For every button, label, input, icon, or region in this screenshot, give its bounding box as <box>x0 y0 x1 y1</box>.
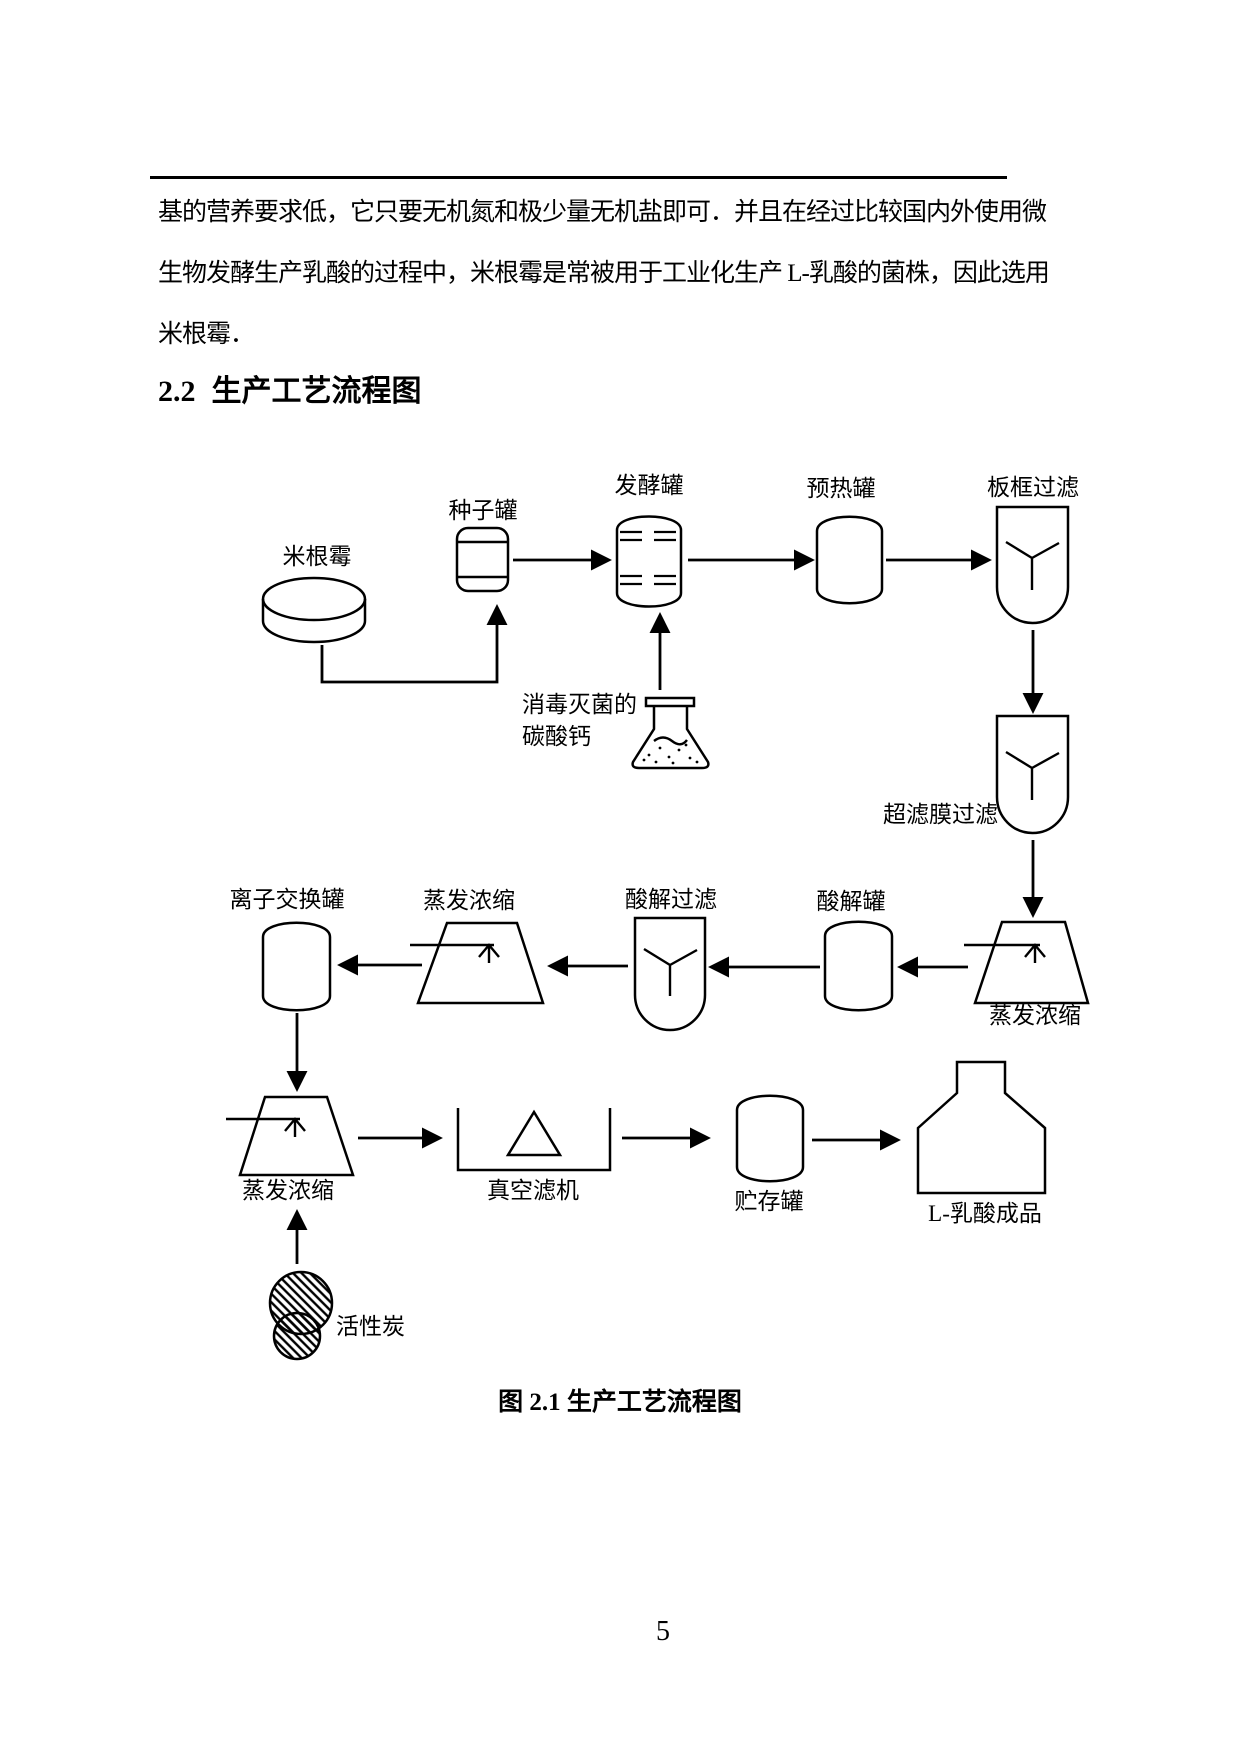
preheat-tank-shape <box>815 515 884 605</box>
ion-exchange-tank-shape <box>261 921 332 1012</box>
filter-y-mark <box>1005 540 1060 590</box>
evaporator-vapor-mark <box>410 943 500 963</box>
node-evaporator-mid: 蒸发浓缩 <box>410 888 545 1005</box>
plate-frame-filter-shape <box>995 505 1070 625</box>
section-heading: 2.2 生产工艺流程图 <box>158 366 422 410</box>
rhizopus-label: 米根霉 <box>283 544 352 569</box>
node-evaporator-right: 蒸发浓缩 <box>964 920 1090 1028</box>
paragraph-line: 米根霉． <box>158 321 255 348</box>
seed-tank-label: 种子罐 <box>449 498 518 523</box>
sterilized-caco3-label-line1: 消毒灭菌的 <box>522 692 637 717</box>
header-rule <box>150 176 1007 179</box>
evaporator-shape <box>238 1095 355 1177</box>
ultrafiltration-label: 超滤膜过滤 <box>883 802 998 827</box>
storage-tank-label: 贮存罐 <box>735 1189 804 1214</box>
node-acid-tank: 酸解罐 <box>817 889 894 1012</box>
fermenter-label: 发酵罐 <box>615 473 684 498</box>
node-ultrafiltration: 超滤膜过滤 <box>883 714 1070 835</box>
node-storage-tank: 贮存罐 <box>735 1094 805 1214</box>
node-plate-frame-filter: 板框过滤 <box>987 475 1079 625</box>
acid-filter-shape <box>633 916 707 1032</box>
evaporator-shape <box>973 920 1090 1005</box>
filter-y-mark <box>1005 750 1060 800</box>
paragraph-line: 基的营养要求低，它只要无机氮和极少量无机盐即可．并且在经过比较国内外使用微 <box>158 199 1047 226</box>
evaporator-vapor-mark <box>226 1117 306 1137</box>
fermenter-shape <box>615 515 683 608</box>
node-seed-tank: 种子罐 <box>449 498 518 593</box>
node-sterilized-caco3: 消毒灭菌的 碳酸钙 <box>522 692 710 770</box>
acid-tank-shape <box>823 920 894 1012</box>
paragraph-line: 生物发酵生产乳酸的过程中，米根霉是常被用于工业化生产 L-乳酸的菌株，因此选用 <box>158 260 1050 287</box>
node-ion-exchange-tank: 离子交换罐 <box>230 887 345 1012</box>
seed-tank-shape <box>455 526 510 593</box>
section-title: 生产工艺流程图 <box>211 375 422 408</box>
product-label: L-乳酸成品 <box>928 1201 1042 1226</box>
flask-shape <box>631 696 710 770</box>
node-acid-filter: 酸解过滤 <box>625 887 717 1032</box>
section-number: 2.2 <box>158 375 196 408</box>
body-paragraph: 基的营养要求低，它只要无机氮和极少量无机盐即可．并且在经过比较国内外使用微 生物… <box>158 182 1058 365</box>
evaporator-label: 蒸发浓缩 <box>242 1178 334 1203</box>
ultrafiltration-shape <box>995 714 1070 835</box>
preheat-tank-label: 预热罐 <box>807 476 876 501</box>
plate-frame-filter-label: 板框过滤 <box>987 475 1079 500</box>
vacuum-filter-label: 真空滤机 <box>487 1178 579 1203</box>
node-product: L-乳酸成品 <box>916 1060 1047 1226</box>
figure-caption: 图 2.1 生产工艺流程图 <box>498 1389 742 1416</box>
ion-exchange-tank-label: 离子交换罐 <box>230 887 345 912</box>
evaporator-label: 蒸发浓缩 <box>423 888 515 913</box>
storage-tank-shape <box>735 1094 805 1183</box>
acid-tank-label: 酸解罐 <box>817 889 886 914</box>
filter-y-mark <box>643 947 698 996</box>
node-vacuum-filter: 真空滤机 <box>456 1108 612 1203</box>
page-number: 5 <box>656 1616 670 1647</box>
activated-carbon-label: 活性炭 <box>336 1314 405 1339</box>
evaporator-vapor-mark <box>964 943 1046 963</box>
node-activated-carbon: 活性炭 <box>268 1270 405 1361</box>
evaporator-shape <box>416 921 545 1005</box>
arrow-rhizopus-to-seed-tank <box>320 604 508 684</box>
node-preheat-tank: 预热罐 <box>807 476 884 605</box>
vacuum-filter-cone <box>505 1109 563 1157</box>
vacuum-filter-shape <box>456 1108 612 1172</box>
acid-filter-label: 酸解过滤 <box>625 887 717 912</box>
petri-dish-shape <box>261 576 367 644</box>
flask-granules <box>642 743 699 765</box>
node-fermenter: 发酵罐 <box>615 473 684 608</box>
product-bottle-shape <box>916 1060 1047 1195</box>
evaporator-label: 蒸发浓缩 <box>989 1003 1081 1028</box>
node-rhizopus: 米根霉 <box>261 544 367 644</box>
sterilized-caco3-label-line2: 碳酸钙 <box>522 724 591 749</box>
activated-carbon-shape <box>268 1270 334 1361</box>
node-evaporator-bottom: 蒸发浓缩 <box>226 1095 355 1203</box>
